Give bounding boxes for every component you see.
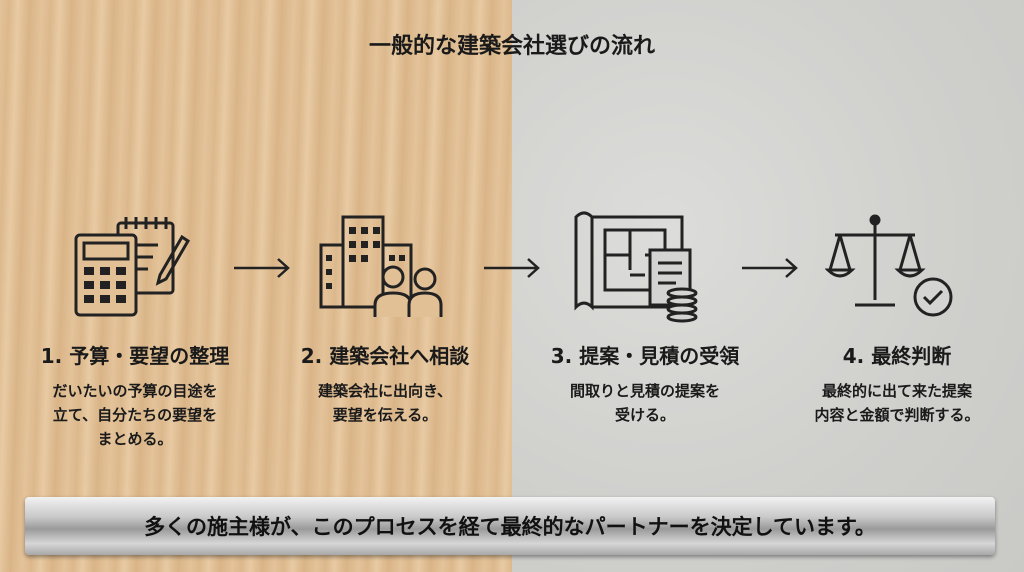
step-description: 間取りと見積の提案を 受ける。 (569, 382, 720, 424)
arrow-right-icon (234, 258, 290, 278)
calculator-notepad-icon (74, 217, 191, 317)
step-2: 2. 建築会社へ相談 建築会社に出向き、 要望を伝える。 (260, 340, 510, 427)
step-heading: 4. 最終判断 (842, 344, 952, 368)
step-heading: 1. 予算・要望の整理 (40, 344, 230, 368)
step-heading: 3. 提案・見積の受領 (550, 344, 740, 368)
step-1: 1. 予算・要望の整理 だいたいの予算の目途を 立て、自分たちの要望を まとめる… (10, 340, 260, 451)
step-description: だいたいの予算の目途を 立て、自分たちの要望を まとめる。 (52, 382, 218, 448)
blueprint-coins-icon (574, 211, 698, 323)
building-people-icon (319, 215, 443, 317)
arrow-right-icon (742, 258, 798, 278)
step-4: 4. 最終判断 最終的に出て来た提案 内容と金額で判断する。 (772, 340, 1022, 427)
step-description: 建築会社に出向き、 要望を伝える。 (318, 382, 452, 424)
summary-banner: 多くの施主様が、このプロセスを経て最終的なパートナーを決定しています。 (25, 497, 995, 555)
page-title: 一般的な建築会社選びの流れ (368, 34, 655, 59)
arrow-right-icon (484, 258, 540, 278)
scale-check-icon (825, 214, 953, 317)
step-3: 3. 提案・見積の受領 間取りと見積の提案を 受ける。 (520, 340, 770, 427)
step-heading: 2. 建築会社へ相談 (300, 344, 470, 368)
step-description: 最終的に出て来た提案 内容と金額で判断する。 (814, 382, 980, 424)
